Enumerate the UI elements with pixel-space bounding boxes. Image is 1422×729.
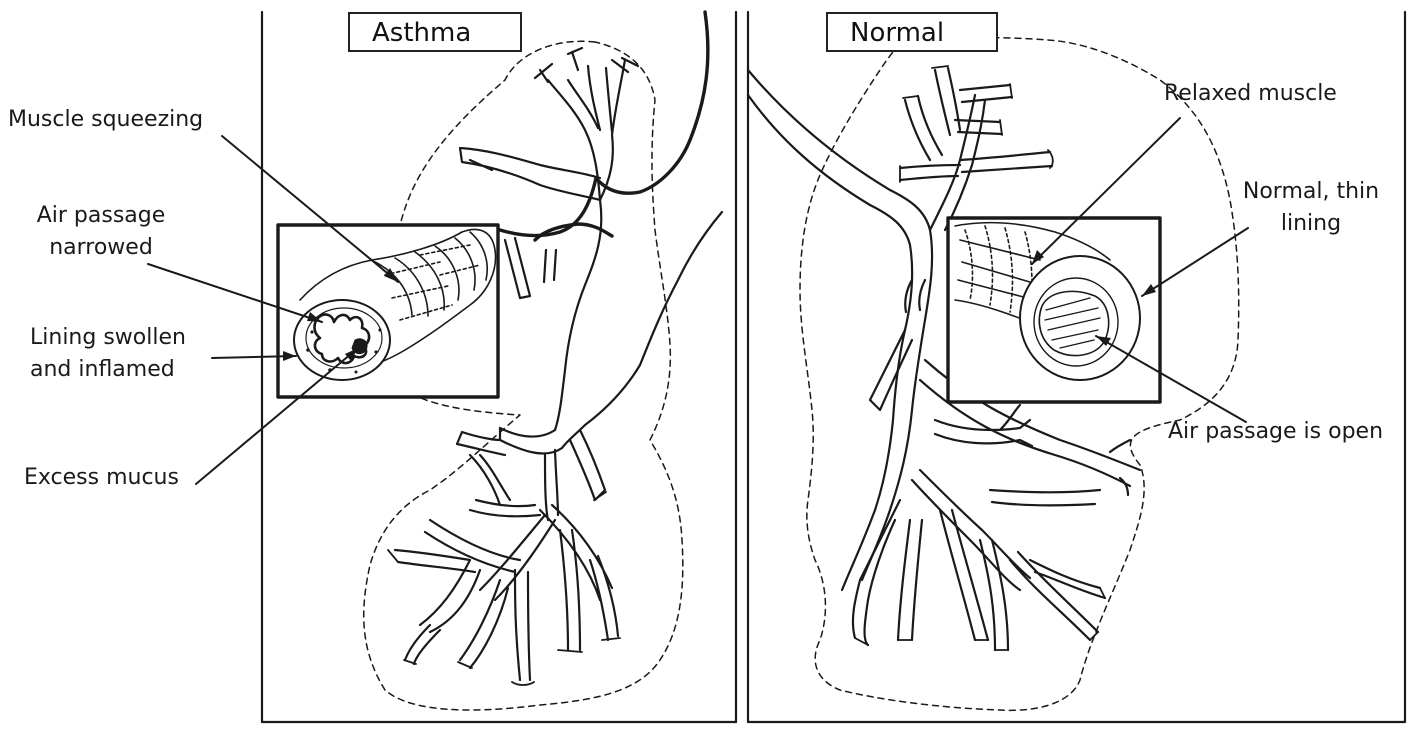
asthma-lower-caps	[388, 492, 620, 685]
normal-panel	[748, 12, 1405, 722]
asthma-upper-left-branch	[460, 148, 600, 200]
normal-airway-cross-section	[1020, 256, 1140, 380]
label-air-passage-narrowed: Air passage narrowed	[26, 200, 176, 264]
label-lining-swollen: Lining swollen and inflamed	[30, 322, 186, 386]
label-relaxed-muscle: Relaxed muscle	[1164, 78, 1337, 110]
asthma-inset	[278, 225, 498, 397]
label-air-passage-line2: narrowed	[26, 232, 176, 264]
normal-lower-branches	[853, 470, 1105, 650]
normal-inset	[948, 218, 1160, 402]
label-thin-lining-line1: Normal, thin	[1226, 176, 1396, 208]
asthma-trunk	[555, 200, 722, 448]
label-excess-mucus: Excess mucus	[24, 462, 179, 494]
asthma-lower-branches	[395, 428, 618, 680]
normal-mid-branches	[870, 280, 925, 410]
asthma-bold-outline	[500, 12, 708, 236]
asthma-upper-bronchus	[548, 60, 625, 200]
normal-upper-caps	[900, 66, 1053, 182]
asthma-mid-small	[505, 238, 556, 298]
label-lining-line2: and inflamed	[30, 354, 186, 386]
label-air-passage-open: Air passage is open	[1168, 416, 1383, 448]
asthma-airway-cross-section	[294, 300, 390, 380]
label-normal-thin-lining: Normal, thin lining	[1226, 176, 1396, 240]
normal-upper-branches	[900, 68, 1052, 230]
label-lining-line1: Lining swollen	[30, 322, 186, 354]
asthma-panel	[148, 12, 736, 722]
label-thin-lining-line2: lining	[1226, 208, 1396, 240]
label-air-passage-line1: Air passage	[26, 200, 176, 232]
label-muscle-squeezing: Muscle squeezing	[8, 104, 203, 136]
normal-title: Normal	[826, 12, 998, 52]
asthma-title: Asthma	[348, 12, 522, 52]
